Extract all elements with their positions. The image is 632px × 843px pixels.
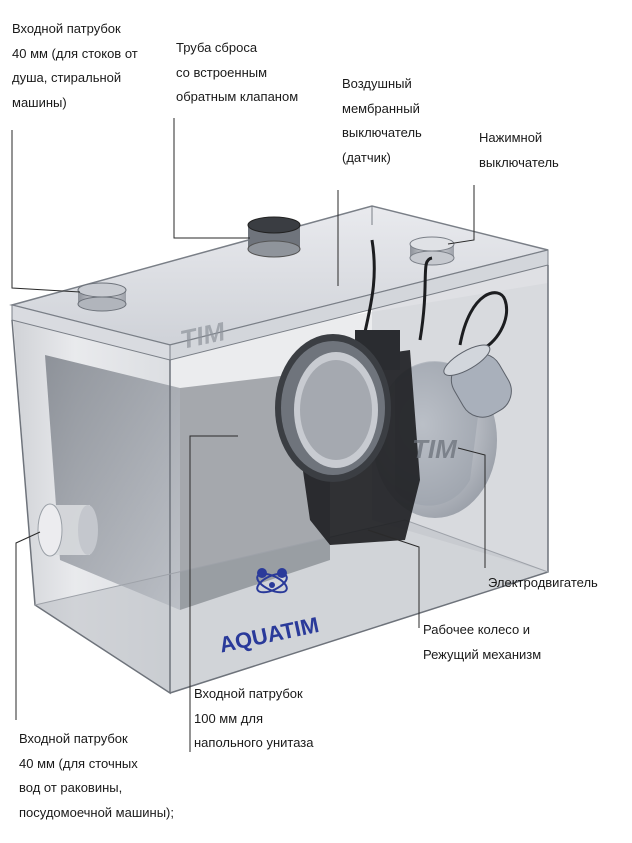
callout-line: Воздушный <box>342 76 412 91</box>
callout-line: Рабочее колесо и <box>423 622 531 637</box>
callout-line: Входной патрубок <box>194 686 303 701</box>
callout-line: Входной патрубок <box>19 731 128 746</box>
callout-line: посудомоечной машины); <box>19 804 174 820</box>
callout-line: Режущий механизм <box>423 646 542 662</box>
top-inlet-cap <box>77 282 127 312</box>
leader-lines <box>11 118 486 752</box>
discharge-pipe-part <box>247 216 301 258</box>
callout-line: машины) <box>12 94 67 110</box>
callout-line: обратным клапаном <box>176 89 299 104</box>
side-inlet-part <box>37 503 98 557</box>
callout-line: Входной патрубок <box>12 21 121 36</box>
callout-inlet-100: Входной патрубок 100 мм для напольного у… <box>194 682 313 756</box>
inlet-100-part <box>275 334 391 482</box>
push-switch-part <box>409 236 455 266</box>
callout-line: Труба сброса <box>176 40 258 55</box>
callout-line: душа, стиральной <box>12 70 122 85</box>
callout-line: напольного унитаза <box>194 735 314 750</box>
callout-line: выключатель <box>479 154 559 170</box>
callout-motor: Электродвигатель <box>488 571 598 596</box>
callout-air-switch: Воздушный мембранный выключатель (датчик… <box>342 72 422 170</box>
callout-inlet-40-shower: Входной патрубок 40 мм (для стоков от ду… <box>12 17 138 115</box>
callout-line: вод от раковины, <box>19 780 123 795</box>
watermark-motor: TIM <box>412 434 458 464</box>
callout-discharge-pipe: Труба сброса со встроенным обратным клап… <box>176 36 298 110</box>
callout-inlet-40-sink: Входной патрубок 40 мм (для сточных вод … <box>19 727 174 825</box>
callout-line: 100 мм для <box>194 710 263 726</box>
callout-line: 40 мм (для стоков от <box>12 45 138 61</box>
callout-line: мембранный <box>342 100 420 116</box>
callout-line: со встроенным <box>176 64 268 80</box>
callout-line: Электродвигатель <box>488 575 598 590</box>
callout-line: 40 мм (для сточных <box>19 755 138 771</box>
callout-line: (датчик) <box>342 149 391 165</box>
callout-push-switch: Нажимной выключатель <box>479 126 559 175</box>
callout-line: Нажимной <box>479 130 543 145</box>
callout-impeller: Рабочее колесо и Режущий механизм <box>423 618 541 667</box>
callout-line: выключатель <box>342 125 422 140</box>
